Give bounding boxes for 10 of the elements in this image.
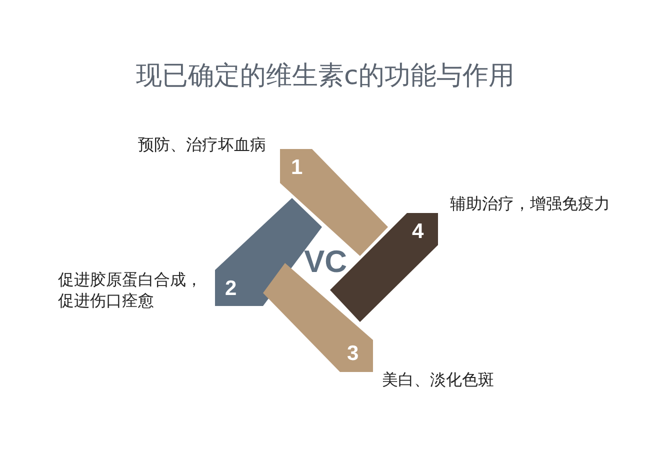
step-number: 1	[291, 156, 303, 180]
description-text: 预防、治疗坏血病	[138, 134, 266, 155]
description-text: 促进胶原蛋白合成，促进伤口痊愈	[58, 269, 203, 311]
step-number: 3	[347, 342, 359, 366]
description-text: 辅助治疗，增强免疫力	[450, 193, 610, 214]
step-number: 2	[225, 277, 237, 301]
description-text: 美白、淡化色斑	[382, 369, 494, 390]
center-label: VC	[304, 245, 348, 279]
diagram-title: 现已确定的维生素c的功能与作用	[136, 60, 514, 92]
step-number: 4	[412, 220, 424, 244]
